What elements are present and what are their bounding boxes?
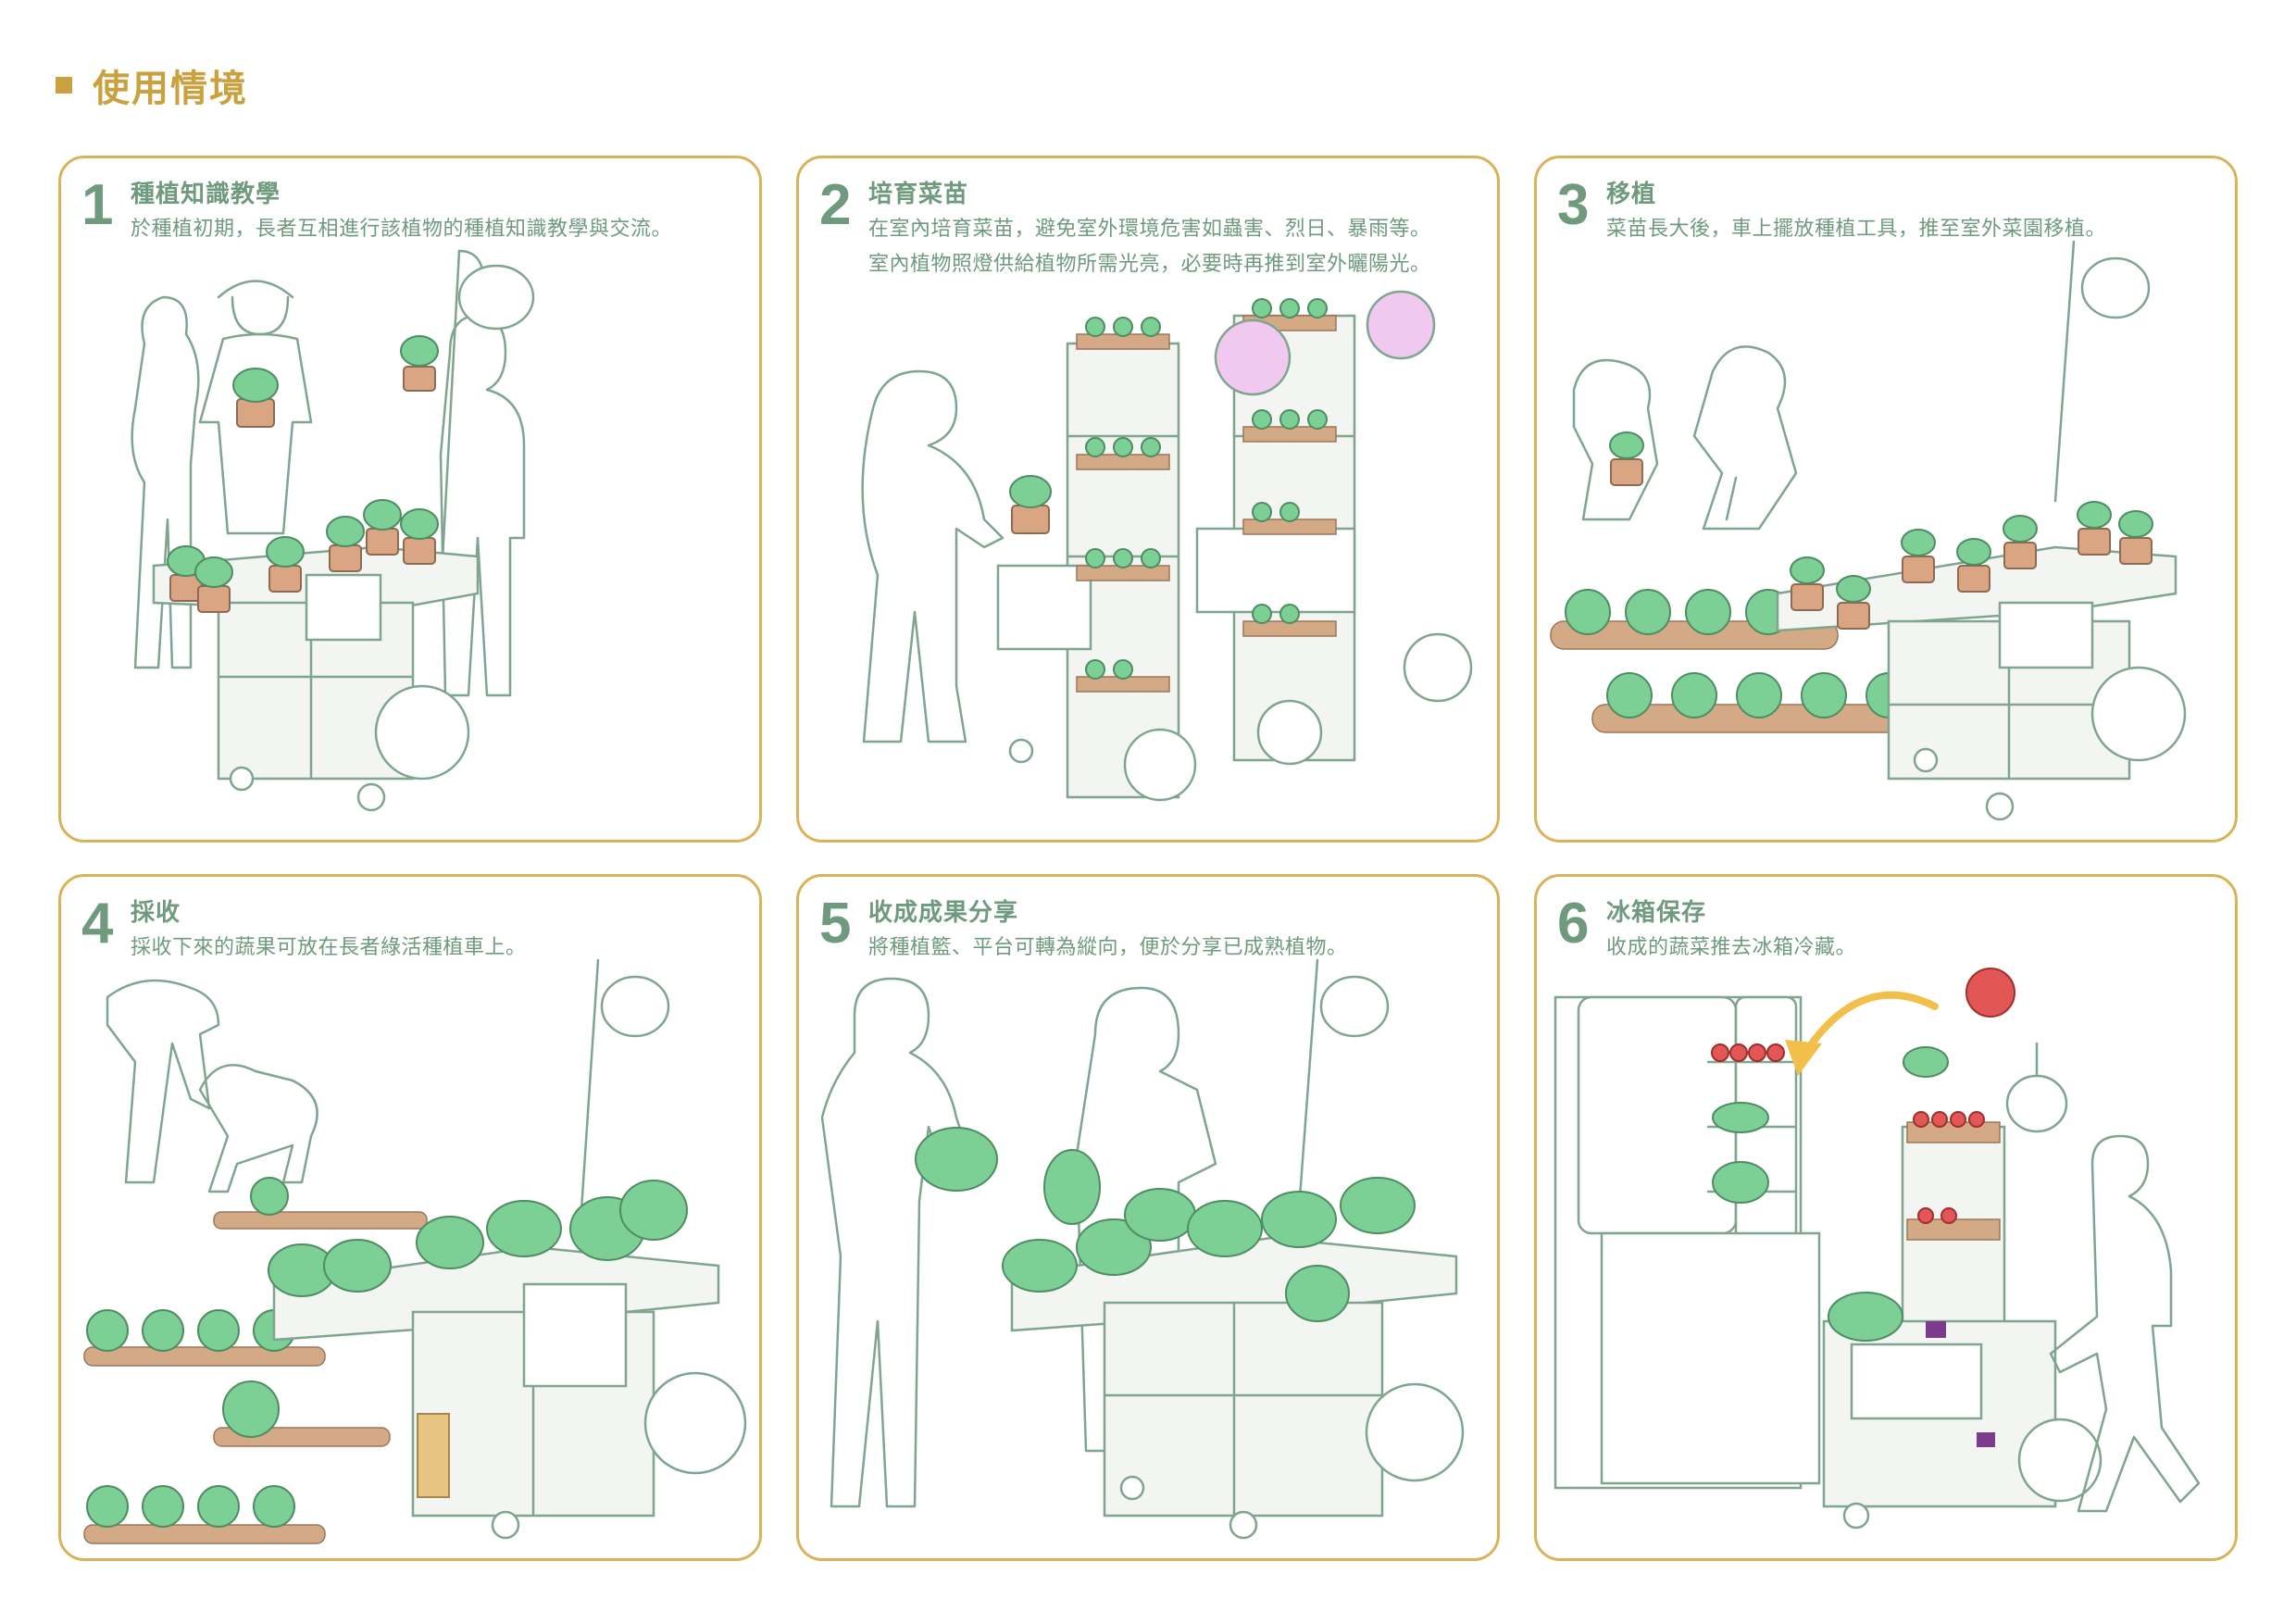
page-header: 使用情境 xyxy=(56,57,248,113)
planting-teaching-illustration xyxy=(131,249,535,812)
scenario-panel-1: 1 種植知識教學 於種植初期，長者互相進行該植物的種植知識教學與交流。 xyxy=(58,156,762,843)
refrigerator-storage-illustration xyxy=(1554,968,2201,1530)
seedling-cultivation-illustration xyxy=(861,290,1473,802)
description-line: 將種植籃、平台可轉為縱向，便於分享已成熟植物。 xyxy=(868,936,1348,959)
panel-title: 冰箱保存 xyxy=(1606,899,1707,927)
scenario-panel-3: 3 移植 菜苗長大後，車上擺放種植工具，推至室外菜園移植。 xyxy=(1534,156,2238,843)
panel-title: 收成成果分享 xyxy=(868,899,1019,927)
panel-number: 3 xyxy=(1557,173,1590,237)
panel-description: 收成的蔬菜推去冰箱冷藏。 xyxy=(1606,931,2227,966)
panel-description: 將種植籃、平台可轉為縱向，便於分享已成熟植物。 xyxy=(868,931,1489,966)
panel-description: 於種植初期，長者互相進行該植物的種植知識教學與交流。 xyxy=(131,212,751,247)
scenario-panel-6: 6 冰箱保存 收成的蔬菜推去冰箱冷藏。 xyxy=(1534,874,2238,1561)
harvest-sharing-illustration xyxy=(820,958,1465,1540)
header-square-icon xyxy=(56,77,72,94)
scenario-panel-2: 2 培育菜苗 在室內培育菜苗，避免室外環境危害如蟲害、烈日、暴雨等。 室內植物照… xyxy=(796,156,1500,843)
description-line: 於種植初期，長者互相進行該植物的種植知識教學與交流。 xyxy=(131,218,673,241)
description-line: 採收下來的蔬果可放在長者綠活種植車上。 xyxy=(131,936,527,959)
scenario-panel-4: 4 採收 採收下來的蔬果可放在長者綠活種植車上。 xyxy=(58,874,762,1561)
page-title: 使用情境 xyxy=(93,68,248,110)
description-line: 收成的蔬菜推去冰箱冷藏。 xyxy=(1606,936,1857,959)
panel-description: 採收下來的蔬果可放在長者綠活種植車上。 xyxy=(131,931,751,966)
panel-title: 培育菜苗 xyxy=(868,181,969,208)
transplanting-illustration xyxy=(1550,240,2187,821)
description-line: 在室內培育菜苗，避免室外環境危害如蟲害、烈日、暴雨等。 xyxy=(868,218,1431,241)
panel-number: 2 xyxy=(819,173,852,237)
panel-title: 採收 xyxy=(131,899,181,927)
panel-number: 5 xyxy=(819,892,852,956)
panel-description: 菜苗長大後，車上擺放種植工具，推至室外菜園移植。 xyxy=(1606,212,2227,247)
panel-number: 1 xyxy=(81,173,114,237)
scenario-panel-5: 5 收成成果分享 將種植籃、平台可轉為縱向，便於分享已成熟植物。 xyxy=(796,874,1500,1561)
panel-title: 移植 xyxy=(1606,181,1657,208)
panel-title: 種植知識教學 xyxy=(131,181,281,208)
panel-description: 在室內培育菜苗，避免室外環境危害如蟲害、烈日、暴雨等。 室內植物照燈供給植物所需… xyxy=(868,212,1489,282)
description-line: 菜苗長大後，車上擺放種植工具，推至室外菜園移植。 xyxy=(1606,218,2107,241)
harvesting-illustration xyxy=(83,958,747,1544)
panel-number: 4 xyxy=(81,892,114,956)
panel-number: 6 xyxy=(1557,892,1590,956)
description-line: 室內植物照燈供給植物所需光亮，必要時再推到室外曬陽光。 xyxy=(868,253,1431,276)
